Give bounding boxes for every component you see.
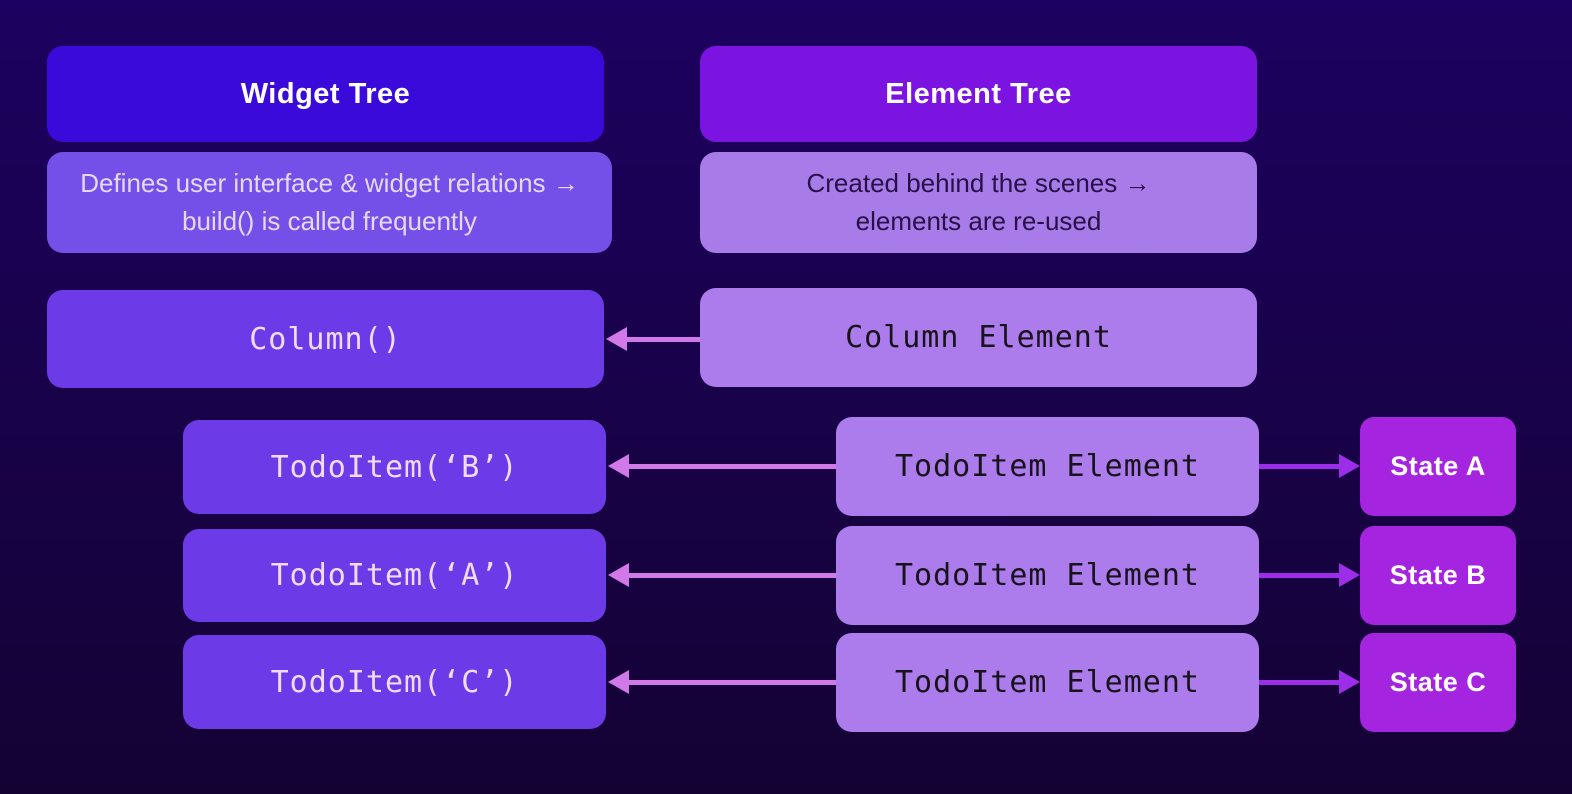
arrow-element1-to-widget-b: [608, 454, 836, 478]
arrow-element3-to-state-c: [1259, 670, 1360, 694]
arrowhead-left-icon: [608, 670, 629, 694]
widget-tree-description-text: Defines user interface & widget relation…: [80, 167, 579, 236]
arrow-element1-to-state-a: [1259, 454, 1360, 478]
arrow-element2-to-widget-a: [608, 563, 836, 587]
arrowhead-left-icon: [606, 327, 627, 351]
column-element-node: Column Element: [700, 288, 1257, 387]
todo-element-node-2: TodoItem Element: [836, 526, 1259, 625]
todo-widget-node-b: TodoItem(‘B’): [183, 420, 606, 514]
arrowhead-right-icon: [1339, 454, 1360, 478]
todo-element-label-1: TodoItem Element: [895, 449, 1200, 484]
column-widget-label: Column(): [249, 321, 402, 357]
column-element-label: Column Element: [845, 320, 1112, 355]
element-tree-header: Element Tree: [700, 46, 1257, 142]
todo-widget-label-c: TodoItem(‘C’): [270, 664, 519, 700]
arrowhead-left-icon: [608, 454, 629, 478]
arrow-element3-to-widget-c: [608, 670, 836, 694]
state-label-a: State A: [1390, 451, 1486, 481]
todo-widget-node-c: TodoItem(‘C’): [183, 635, 606, 729]
state-node-b: State B: [1360, 526, 1516, 625]
todo-widget-label-a: TodoItem(‘A’): [270, 558, 519, 593]
arrowhead-right-icon: [1339, 670, 1360, 694]
state-node-c: State C: [1360, 633, 1516, 732]
arrow-column-element-to-column-widget: [606, 327, 700, 351]
column-widget-node: Column(): [47, 290, 604, 388]
state-label-c: State C: [1389, 667, 1487, 697]
todo-widget-label-b: TodoItem(‘B’): [270, 449, 519, 485]
todo-widget-node-a: TodoItem(‘A’): [183, 529, 606, 622]
widget-tree-header-label: Widget Tree: [240, 77, 411, 110]
state-label-b: State B: [1389, 560, 1487, 590]
todo-element-node-3: TodoItem Element: [836, 633, 1259, 732]
element-tree-description: Created behind the scenes → elements are…: [700, 152, 1257, 253]
todo-element-label-3: TodoItem Element: [895, 665, 1200, 700]
todo-element-label-2: TodoItem Element: [895, 558, 1200, 593]
arrowhead-left-icon: [608, 563, 629, 587]
element-tree-description-text: Created behind the scenes → elements are…: [806, 167, 1151, 236]
arrowhead-right-icon: [1339, 563, 1360, 587]
todo-element-node-1: TodoItem Element: [836, 417, 1259, 516]
state-node-a: State A: [1360, 417, 1516, 516]
widget-tree-header: Widget Tree: [47, 46, 604, 142]
element-tree-header-label: Element Tree: [885, 77, 1072, 110]
arrow-element2-to-state-b: [1259, 563, 1360, 587]
widget-tree-description: Defines user interface & widget relation…: [47, 152, 612, 253]
